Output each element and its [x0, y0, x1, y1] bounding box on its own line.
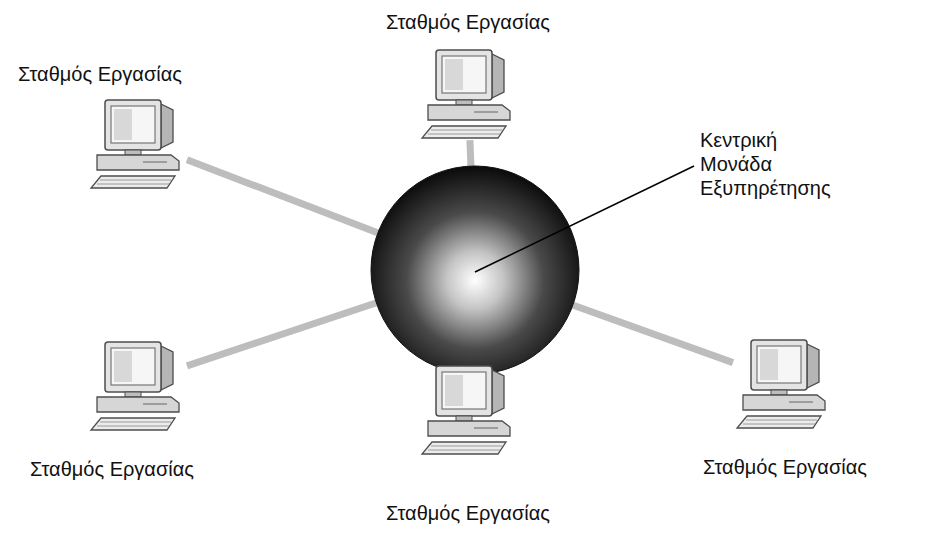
server-sphere	[370, 165, 580, 375]
workstation-node: Σταθμός Εργασίας	[703, 336, 867, 479]
workstation-node: Σταθμός Εργασίας	[386, 362, 550, 525]
workstation-label: Σταθμός Εργασίας	[703, 455, 867, 479]
workstation-label: Σταθμός Εργασίας	[18, 62, 182, 86]
network-link	[572, 305, 733, 363]
workstation-node: Σταθμός Εργασίας	[386, 10, 550, 145]
network-link	[470, 140, 471, 167]
workstation-node: Σταθμός Εργασίας	[18, 62, 182, 195]
computer-icon	[733, 336, 833, 435]
workstation-label: Σταθμός Εργασίας	[30, 457, 194, 481]
computer-icon	[418, 46, 518, 145]
workstation-label: Σταθμός Εργασίας	[386, 10, 550, 34]
workstation-label: Σταθμός Εργασίας	[386, 501, 550, 525]
network-link	[187, 303, 377, 366]
computer-icon	[87, 96, 187, 195]
server-label: Κεντρική Μονάδα Εξυπηρέτησης	[700, 128, 831, 200]
network-link	[187, 160, 379, 233]
server-hub: Κεντρική Μονάδα Εξυπηρέτησης	[370, 165, 580, 375]
computer-icon	[418, 362, 518, 461]
computer-icon	[87, 338, 187, 437]
workstation-node: Σταθμός Εργασίας	[30, 338, 194, 481]
